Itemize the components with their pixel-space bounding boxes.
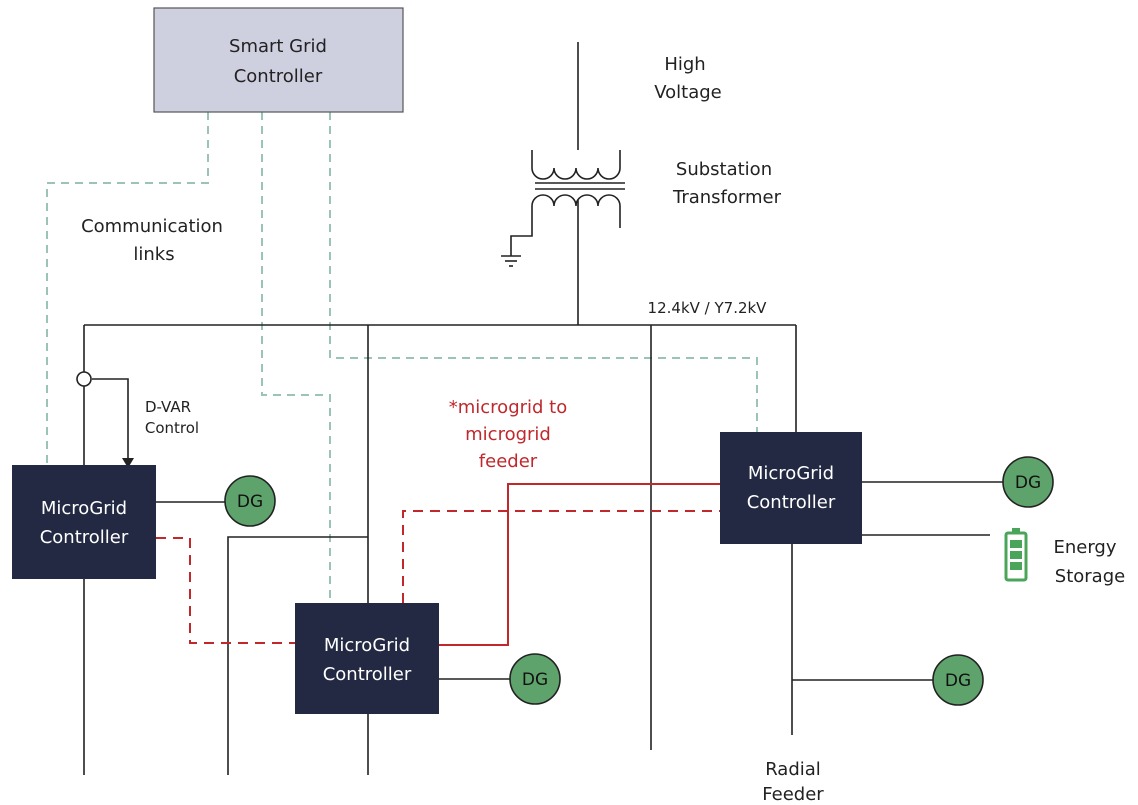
radial-feeder-label-2: Feeder (762, 784, 824, 805)
communication-links (46, 112, 758, 603)
microgrid-controller-middle (295, 603, 439, 714)
mgc-right-label-2: Controller (747, 492, 836, 513)
mgc-mid-label-1: MicroGrid (324, 635, 410, 656)
radial-feeder-label-1: Radial (765, 759, 821, 780)
smart-grid-controller-box (153, 7, 404, 113)
transformer-label-1: Substation (676, 159, 772, 180)
high-voltage-label-2: Voltage (654, 82, 722, 103)
mg-feeder-label-3: feeder (479, 451, 538, 472)
mgc-right-label-1: MicroGrid (748, 463, 834, 484)
mgc-mid-label-2: Controller (323, 664, 412, 685)
power-lines (83, 42, 1003, 775)
mg-feeder-solid (439, 483, 720, 646)
high-voltage-label-1: High (664, 54, 705, 75)
mgc-left-label-1: MicroGrid (41, 498, 127, 519)
energy-storage-label-2: Storage (1055, 566, 1125, 587)
mg-feeder-dashed-right (402, 510, 720, 603)
comm-links-label-1: Communication (81, 216, 223, 237)
microgrid-controller-left (12, 465, 156, 579)
comm-link-left (46, 112, 209, 465)
smart-grid-label-1: Smart Grid (229, 36, 327, 57)
dvar-sensor-icon (76, 371, 92, 387)
dvar-label-2: Control (145, 419, 199, 437)
dg-icon-radial (932, 654, 984, 706)
dg-icon-middle (509, 653, 561, 705)
smart-grid-label-2: Controller (234, 66, 323, 87)
mgc-left-label-2: Controller (40, 527, 129, 548)
mg-feeder-label-2: microgrid (465, 424, 551, 445)
dg-icon-right (1002, 456, 1054, 508)
dvar-control-line (92, 378, 129, 460)
energy-storage-label-1: Energy (1053, 537, 1116, 558)
dg-label-middle: DG (522, 670, 548, 690)
transformer-label-2: Transformer (672, 187, 782, 208)
battery-icon (1004, 528, 1028, 582)
mg-feeder-dashed-left (156, 537, 295, 644)
transformer-icon (501, 150, 625, 267)
comm-links-label-2: links (133, 244, 174, 265)
feeder-bottom-left (227, 536, 368, 775)
comm-link-middle (261, 112, 331, 603)
dvar-arrow-icon (122, 458, 134, 468)
bus-rating-label: 12.4kV / Y7.2kV (648, 299, 768, 317)
mg-feeders (156, 483, 720, 646)
mg-feeder-label-1: *microgrid to (449, 397, 568, 418)
dg-icon-left (224, 475, 276, 527)
dg-label-right: DG (1015, 473, 1041, 493)
dvar-label-1: D-VAR (145, 398, 191, 416)
dg-label-radial: DG (945, 671, 971, 691)
dg-label-left: DG (237, 492, 263, 512)
microgrid-controller-right (720, 432, 862, 544)
